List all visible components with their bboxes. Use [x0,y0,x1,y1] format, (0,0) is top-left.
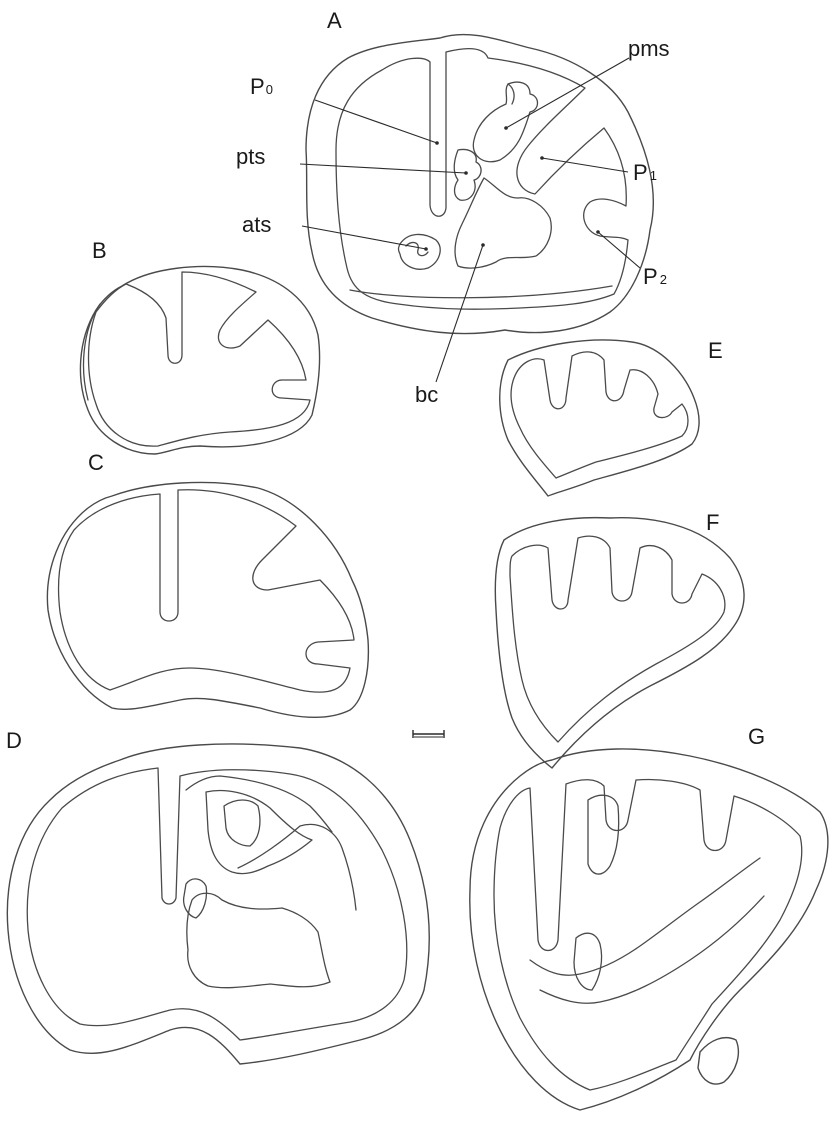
leader-p0-dot [435,141,439,145]
section-c: C [47,450,368,717]
section-f: F [495,510,744,768]
leader-pms-dot [504,126,508,130]
panel-label-b: B [92,238,107,263]
panel-label-e: E [708,338,723,363]
section-g-fold-3 [530,858,760,975]
leader-pms [506,58,629,128]
leader-ats-dot [424,247,428,251]
section-b: B [80,238,319,454]
section-g-fold-2 [574,933,602,990]
section-d-inner-outline [27,768,407,1040]
section-d-outer-outline [7,744,429,1064]
scale-bar [413,730,444,738]
label-p0: P0 [250,74,273,99]
panel-label-f: F [706,510,719,535]
section-b-outer-outline [80,267,319,454]
section-g: G [470,724,828,1110]
leader-p1 [542,158,628,172]
section-d-pts [184,879,207,918]
section-f-inner-outline [510,536,725,742]
section-b-rim [84,304,100,400]
section-g-appendage [698,1038,738,1084]
leader-pts [300,164,466,173]
pms-notch [508,84,514,104]
section-d: D [6,728,429,1064]
leader-bc [436,245,483,382]
pms-structure [473,82,537,162]
leader-pts-dot [464,171,468,175]
section-g-inner-outline [494,779,802,1090]
section-e: E [500,338,723,496]
panel-label-a: A [327,8,342,33]
section-d-fold-4 [238,824,356,910]
panel-label-g: G [748,724,765,749]
panel-label-d: D [6,728,22,753]
section-d-bc [187,893,330,987]
section-c-inner-outline [59,490,354,692]
label-pms: pms [628,36,670,61]
label-bc: bc [415,382,438,407]
section-e-outer-outline [500,340,699,496]
leader-bc-dot [481,243,485,247]
section-g-fold-1 [588,795,619,874]
label-ats: ats [242,212,271,237]
label-pts: pts [236,144,265,169]
panel-label-c: C [88,450,104,475]
ats-structure [399,234,441,269]
section-b-inner-outline [89,272,311,446]
section-d-fold-3 [224,800,260,846]
leader-p2-dot [596,230,600,234]
leader-p1-dot [540,156,544,160]
section-a-inner-outline [336,49,628,310]
section-g-fold-4 [540,896,764,1003]
section-f-outer-outline [495,518,744,768]
leader-p0 [315,100,437,143]
section-a-inner-line [350,286,612,298]
